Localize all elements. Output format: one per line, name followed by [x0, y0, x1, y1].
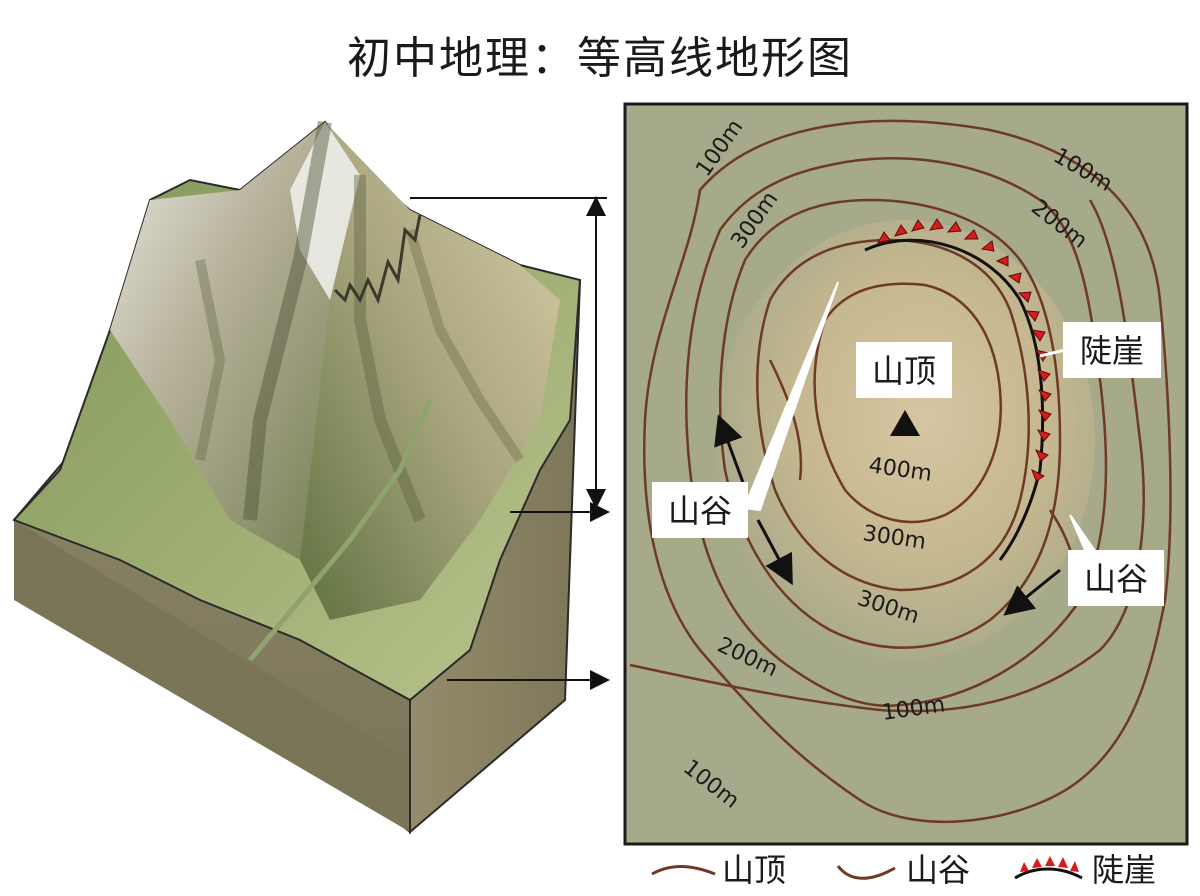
svg-text:陡崖: 陡崖: [1080, 332, 1144, 370]
projection-guides: [410, 196, 610, 690]
svg-text:山谷: 山谷: [668, 492, 732, 530]
contour-400: [813, 282, 1002, 524]
contour-100-outer: [643, 119, 1172, 824]
cliff-symbol-map: [864, 218, 1052, 561]
callout-valley-right: 山谷: [1068, 550, 1164, 606]
cliff-symbol-icon: [1014, 856, 1083, 880]
ridge-line-icon: [651, 865, 716, 876]
legend-label-cliff: 陡崖: [1092, 851, 1157, 889]
contour-map: 100m 100m 200m 300m 400m 300m 300m 200m …: [623, 102, 1189, 846]
svg-text:山顶: 山顶: [872, 352, 936, 390]
callout-valley-left: 山谷: [652, 482, 748, 538]
terrain-cliff: [333, 214, 422, 305]
callout-cliff: 陡崖: [1063, 322, 1161, 378]
terrain-block: [12, 120, 582, 835]
page-title: 初中地理：等高线地形图: [347, 33, 853, 84]
valley-line-icon: [836, 865, 896, 880]
summit-marker: [890, 410, 920, 436]
legend-label-valley: 山谷: [906, 851, 971, 889]
svg-text:山谷: 山谷: [1084, 560, 1148, 598]
legend-symbols: [651, 856, 1083, 880]
legend: 山顶 山谷 陡崖: [640, 848, 1200, 892]
callout-summit: 山顶: [856, 342, 952, 398]
peak-east-slope: [300, 122, 560, 620]
valley-arrows: [714, 414, 1061, 616]
legend-label-summit: 山顶: [722, 851, 787, 889]
